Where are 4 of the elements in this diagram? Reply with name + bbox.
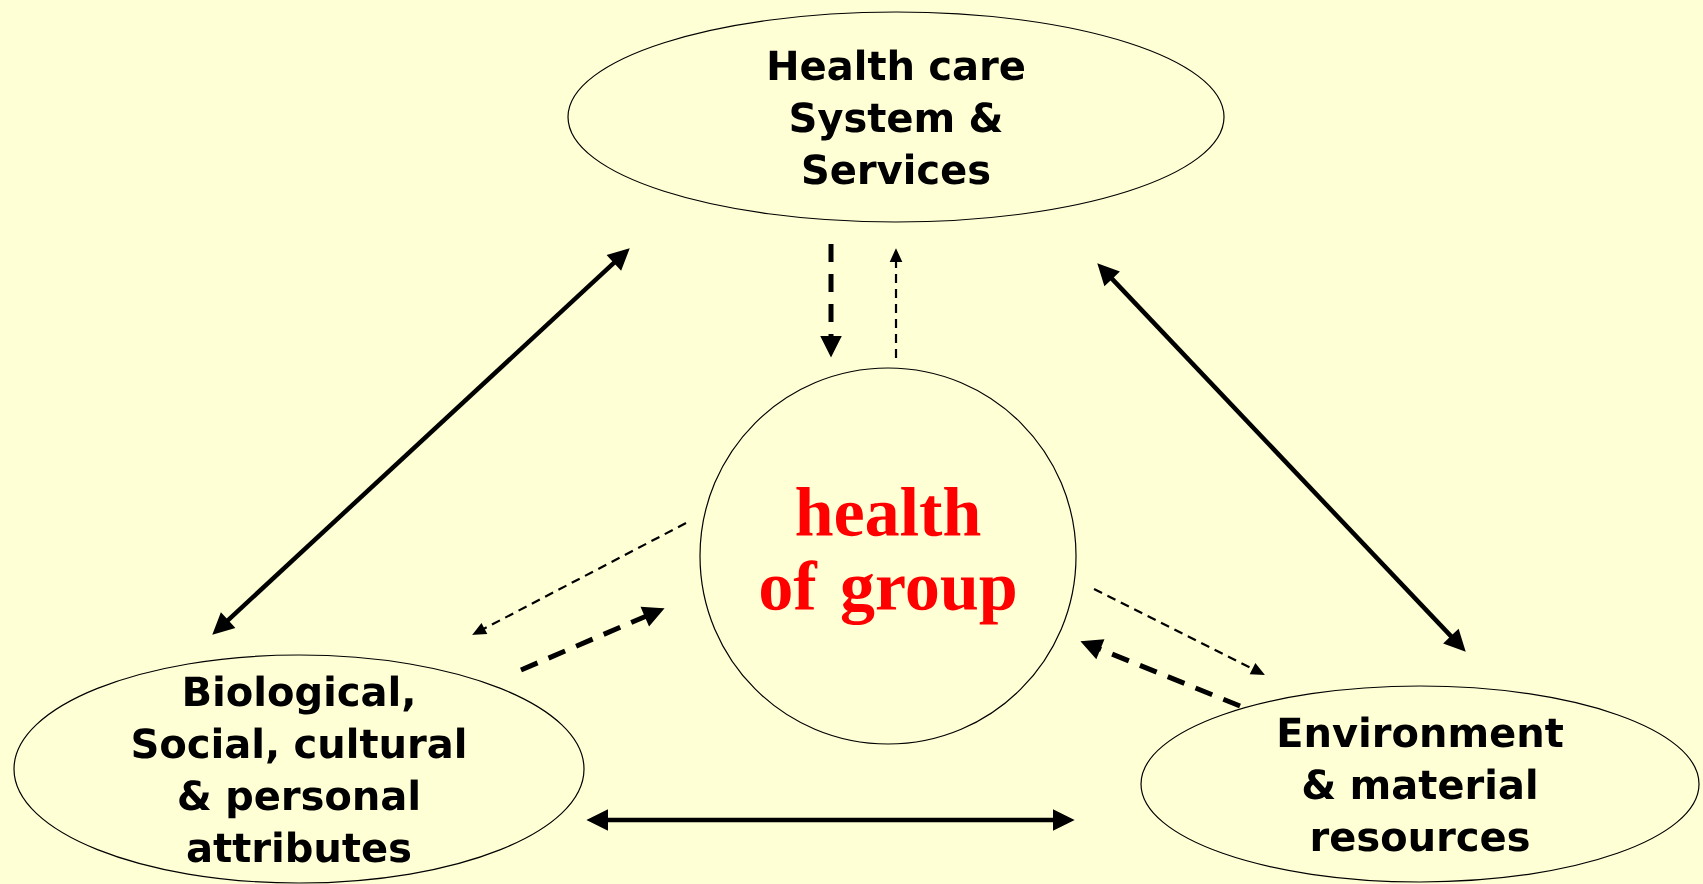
ellipse-node: Biological, Social, cultural & personal attributes — [13, 654, 585, 884]
ellipse-node: Environment & material resources — [1140, 685, 1700, 883]
ellipse-node: Health care System & Services — [567, 11, 1225, 223]
circle-node: health of group — [699, 367, 1077, 745]
